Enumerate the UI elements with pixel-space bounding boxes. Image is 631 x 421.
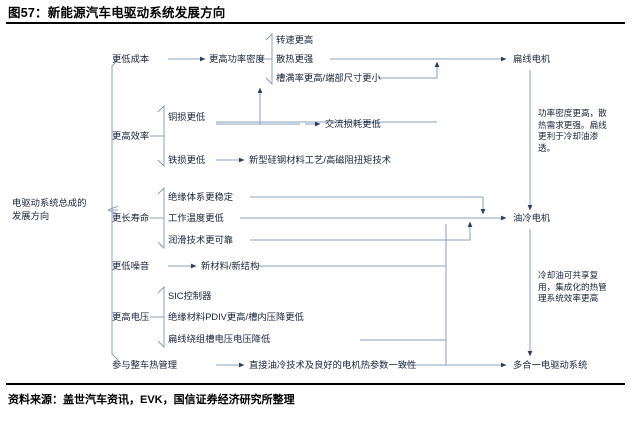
node-new-material-structure: 新材料/新结构: [201, 261, 260, 271]
note-hairpin-oil: 功率密度更高，散热需求更强。扁线更利于冷却油渗透。: [538, 108, 607, 153]
outcome-multi-in-one-system: 多合一电驱动系统: [513, 360, 588, 370]
node-insulation-pdiv: 绝缘材料PDIV更高/槽内压降更低: [168, 312, 304, 322]
outcome-oil-cooled-motor: 油冷电机: [513, 213, 551, 223]
outcome-hairpin-motor: 扁线电机: [513, 54, 551, 64]
node-lower-noise: 更低噪音: [112, 261, 150, 271]
node-lower-operating-temp: 工作温度更低: [168, 213, 224, 223]
node-reliable-lubrication: 润滑技术更可靠: [168, 235, 234, 245]
root-node: 电驱动系统总成的发展方向: [12, 198, 87, 221]
node-higher-speed: 转速更高: [276, 35, 314, 45]
node-lower-ac-loss: 交流损耗更低: [325, 119, 381, 129]
node-hairpin-slot-voltage: 扁线绕组槽电压电压降低: [168, 334, 271, 344]
node-stable-insulation: 绝缘体系更稳定: [168, 192, 234, 202]
note-shared-coolant: 冷却油可共享复用，集成化的热管理系统效率更高: [538, 270, 607, 303]
node-sic-controller: SIC控制器: [168, 291, 212, 301]
node-direct-oil-cooling: 直接油冷技术及良好的电机热参数一致性: [249, 360, 417, 370]
node-higher-efficiency: 更高效率: [112, 131, 150, 141]
node-higher-voltage: 更高电压: [112, 312, 150, 322]
node-higher-power-density: 更高功率密度: [209, 54, 265, 64]
source-divider: [6, 383, 625, 385]
node-lower-cost: 更低成本: [112, 54, 150, 64]
source-note: 资料来源：盖世汽车资讯，EVK，国信证券经济研究所整理: [8, 394, 295, 406]
node-lower-iron-loss: 铁损更低: [168, 155, 206, 165]
node-vehicle-thermal-management: 参与整车热管理: [112, 360, 178, 370]
node-longer-life: 更长寿命: [112, 213, 150, 223]
page-title: 图57：新能源汽车电驱动系统发展方向: [8, 6, 226, 20]
node-new-silicon-steel: 新型硅钢材料工艺/高磁阻扭矩技术: [249, 155, 392, 165]
node-better-heat-dissipation: 散热更强: [276, 54, 314, 64]
node-higher-slot-fill: 槽满率更高/端部尺寸更小: [276, 73, 381, 83]
node-lower-copper-loss: 铜损更低: [168, 112, 206, 122]
title-divider: [6, 22, 625, 24]
